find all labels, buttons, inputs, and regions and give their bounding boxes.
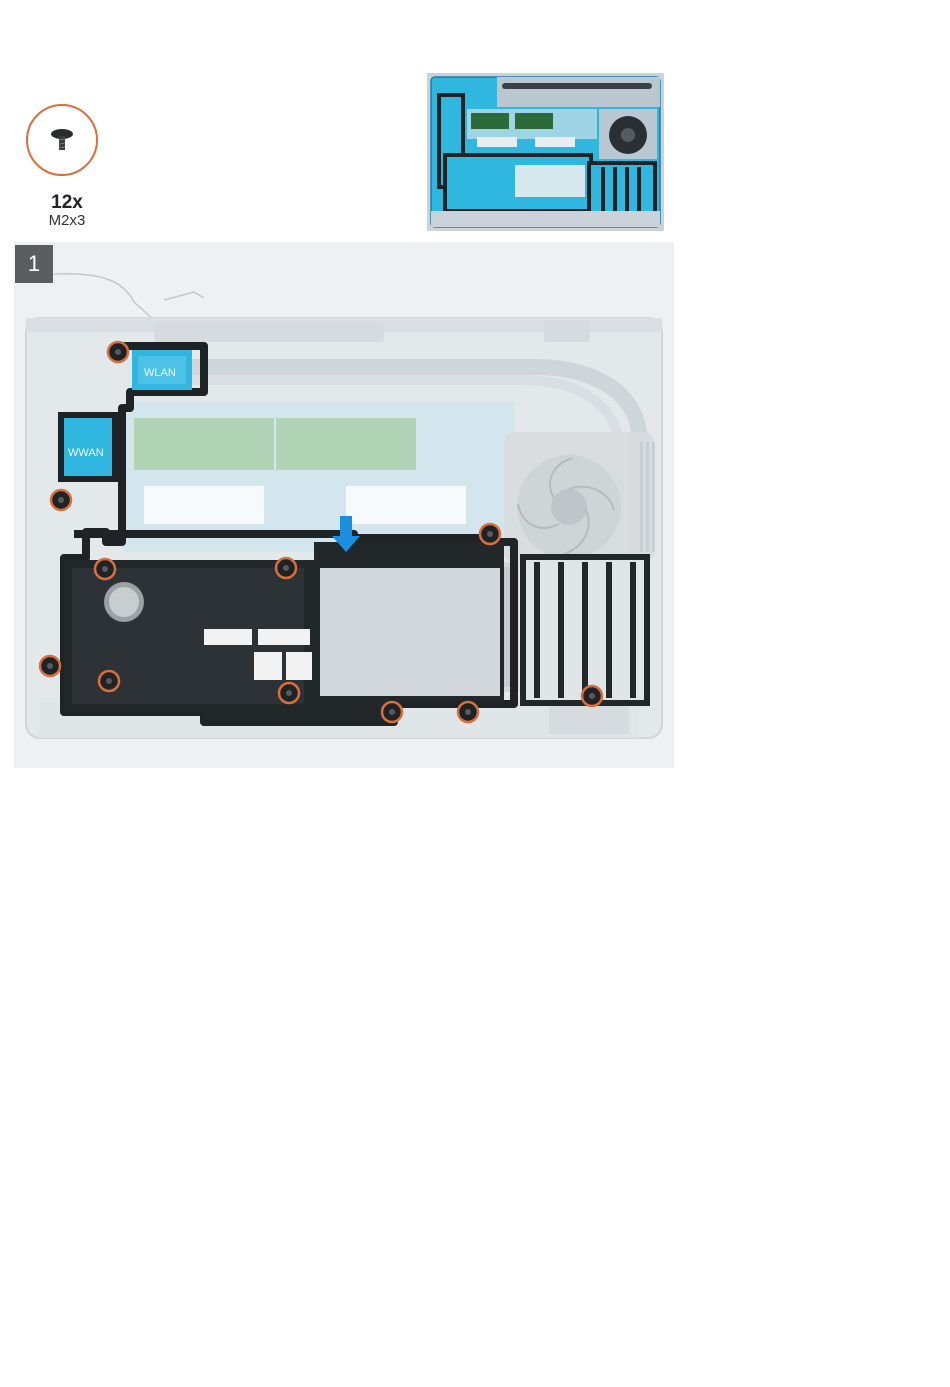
- screw-callouts: [14, 242, 674, 768]
- screw-icon: [28, 106, 96, 174]
- screw-size: M2x3: [22, 212, 112, 229]
- overview-thumbnail: [427, 73, 664, 231]
- screw-icon-circle: [26, 104, 98, 176]
- screw-count: 12x: [22, 192, 112, 214]
- screw-legend: 12x M2x3: [22, 104, 112, 234]
